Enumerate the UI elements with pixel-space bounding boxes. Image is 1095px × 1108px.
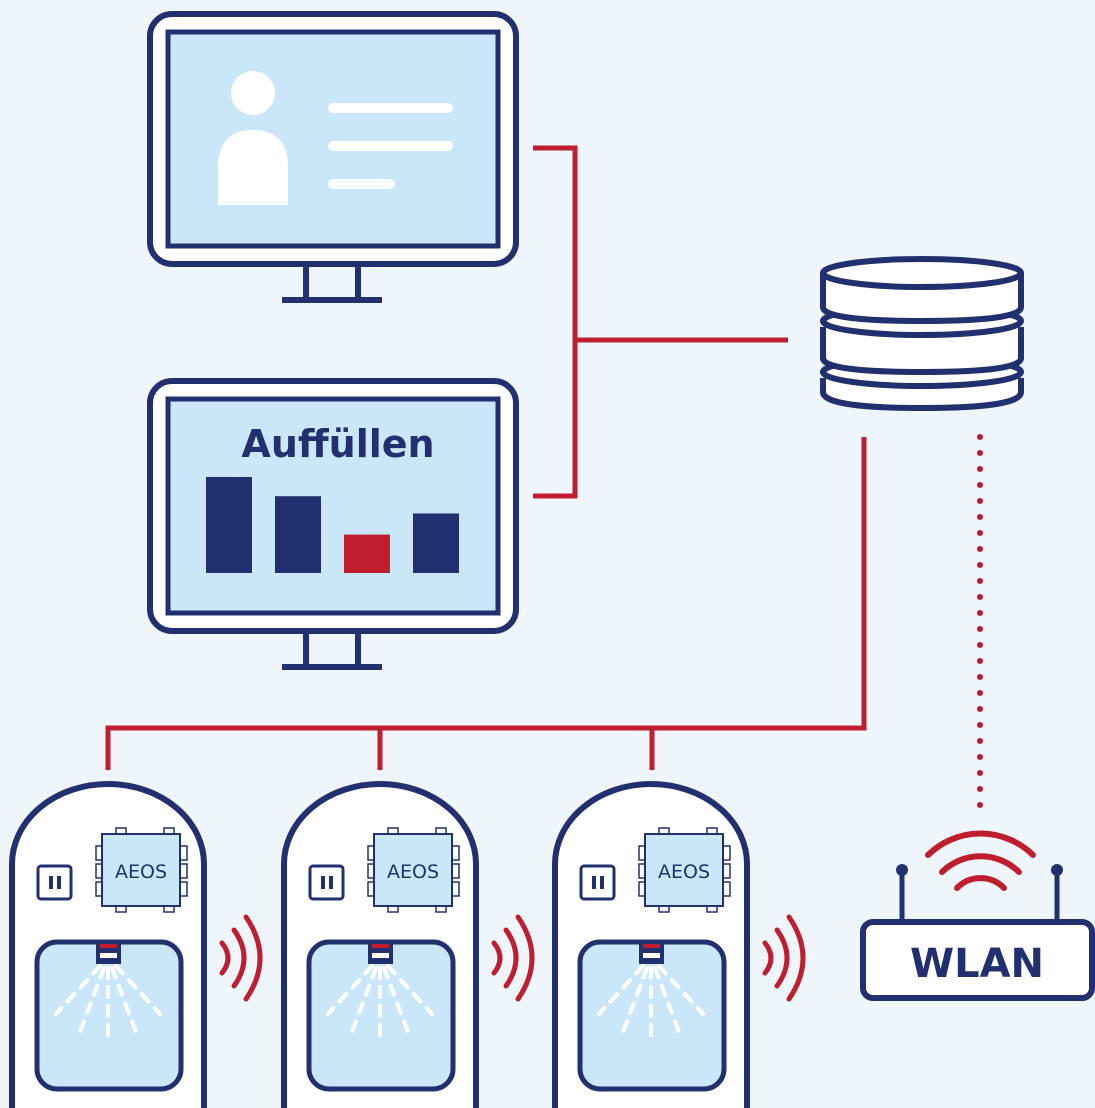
pause-icon [321,876,325,889]
pause-button[interactable] [579,864,616,901]
aeos-module-label: AEOS [658,861,710,883]
spray-mist [54,964,162,1042]
aeos-module-label: AEOS [387,861,439,883]
spray-nozzle [96,940,121,964]
spray-mist [326,964,434,1042]
refill-bar [275,496,321,573]
profile-text-lines [328,103,453,189]
aeos-module: AEOS [95,827,188,913]
pause-button[interactable] [308,864,345,901]
pause-icon [592,876,596,889]
monitor-top [147,11,519,303]
router-body [860,919,1095,1001]
router-antennas [896,864,1063,922]
spray-nozzle [368,940,393,964]
aeos-module-label: AEOS [115,861,167,883]
monitor-bottom-stand [282,631,382,670]
dispenser-3: AEOS [552,780,806,1108]
wired-connections [105,145,867,770]
user-profile-icon [218,71,288,205]
wireless-signal-icon [219,914,263,1002]
wifi-icon [925,830,1036,891]
monitor-top-screen [165,29,501,249]
dispensers: AEOS AEOS AEOS [9,780,806,1108]
refill-bar [344,534,390,573]
wireless-signal-icon [762,914,806,1002]
wlan-router: WLAN [860,830,1095,1001]
spray-nozzle [639,940,664,964]
refill-bar [206,477,252,573]
pause-icon [49,876,53,889]
wireless-signal-icon [491,914,535,1002]
database-to-dispensers-link [105,437,867,770]
refill-bar [413,513,459,573]
monitor-bottom-title: Auffüllen [241,422,434,466]
router-label: WLAN [910,941,1044,987]
monitor-bottom: Auffüllen [147,378,519,670]
aeos-module: AEOS [367,827,460,913]
spray-mist [597,964,705,1042]
database-icon [820,256,1024,412]
monitor-top-link [533,145,578,499]
dispenser-2: AEOS [281,780,535,1108]
refill-bar-chart [206,477,459,573]
monitor-top-stand [282,264,382,303]
aeos-module: AEOS [638,827,731,913]
pause-button[interactable] [36,864,73,901]
dispenser-1: AEOS [9,780,263,1108]
